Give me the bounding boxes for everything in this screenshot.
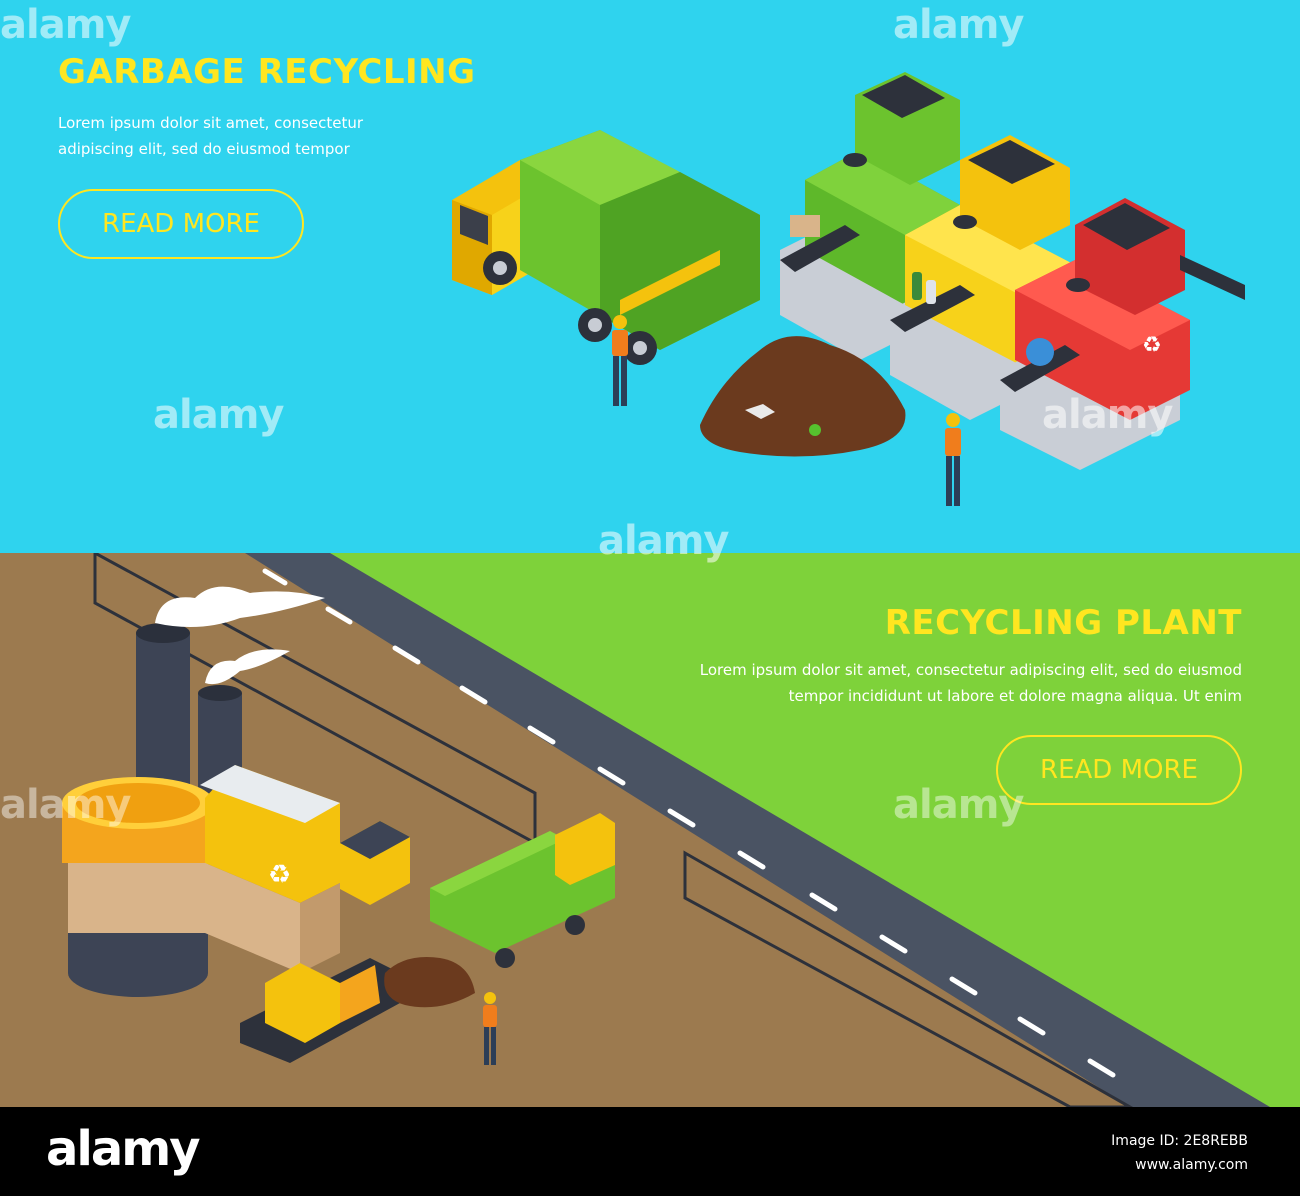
banner-description: Lorem ipsum dolor sit amet, consectetur … bbox=[699, 661, 1242, 705]
image-id: Image ID: 2E8REBB bbox=[1111, 1133, 1248, 1149]
banner-title: GARBAGE RECYCLING bbox=[58, 52, 476, 92]
garbage-recycling-illustration: ♻ bbox=[452, 72, 1245, 506]
road bbox=[245, 553, 1270, 1107]
sorting-machine-red: ♻ bbox=[1000, 198, 1245, 470]
garbage-recycling-banner: ♻ GARBAGE RECYCLING Lorem ipsum dolor si… bbox=[0, 0, 1300, 553]
recycling-building: ♻ bbox=[200, 765, 340, 973]
worker-figure bbox=[483, 992, 497, 1065]
watermark-text: alamy bbox=[1042, 392, 1173, 438]
bulldozer bbox=[240, 958, 400, 1063]
svg-text:♻: ♻ bbox=[1142, 333, 1162, 358]
svg-text:♻: ♻ bbox=[268, 860, 291, 890]
road-markings bbox=[262, 568, 1116, 1078]
alamy-logo: alamy bbox=[46, 1121, 201, 1177]
read-more-button[interactable]: READ MORE bbox=[996, 735, 1242, 805]
watermark-text: alamy bbox=[0, 2, 131, 48]
watermark-text: alamy bbox=[0, 782, 131, 828]
garbage-truck-small bbox=[430, 813, 615, 968]
site-url: www.alamy.com bbox=[1135, 1157, 1248, 1173]
recycling-plant-illustration: ♻ bbox=[0, 553, 1270, 1107]
watermark-text: alamy bbox=[598, 518, 729, 564]
watermark-text: alamy bbox=[893, 2, 1024, 48]
dirt-ground bbox=[0, 553, 1130, 1107]
container bbox=[340, 821, 410, 905]
image-info: Image ID: 2E8REBB www.alamy.com bbox=[1111, 1129, 1248, 1177]
garbage-truck bbox=[452, 130, 760, 365]
stock-footer: alamy Image ID: 2E8REBB www.alamy.com bbox=[0, 1107, 1300, 1196]
storage-tank bbox=[62, 777, 214, 997]
banner-title: RECYCLING PLANT bbox=[884, 603, 1242, 643]
worker-figure bbox=[612, 315, 628, 406]
watermark-text: alamy bbox=[153, 392, 284, 438]
garbage-pile bbox=[700, 336, 906, 457]
banner-description: Lorem ipsum dolor sit amet, consectetur … bbox=[58, 114, 364, 158]
watermark-text: alamy bbox=[893, 782, 1024, 828]
garbage-pile bbox=[384, 957, 475, 1008]
read-more-button[interactable]: READ MORE bbox=[58, 189, 304, 259]
recycling-plant-banner: ♻ RECYCLING PLANT L bbox=[0, 553, 1300, 1107]
worker-figure bbox=[945, 413, 961, 506]
